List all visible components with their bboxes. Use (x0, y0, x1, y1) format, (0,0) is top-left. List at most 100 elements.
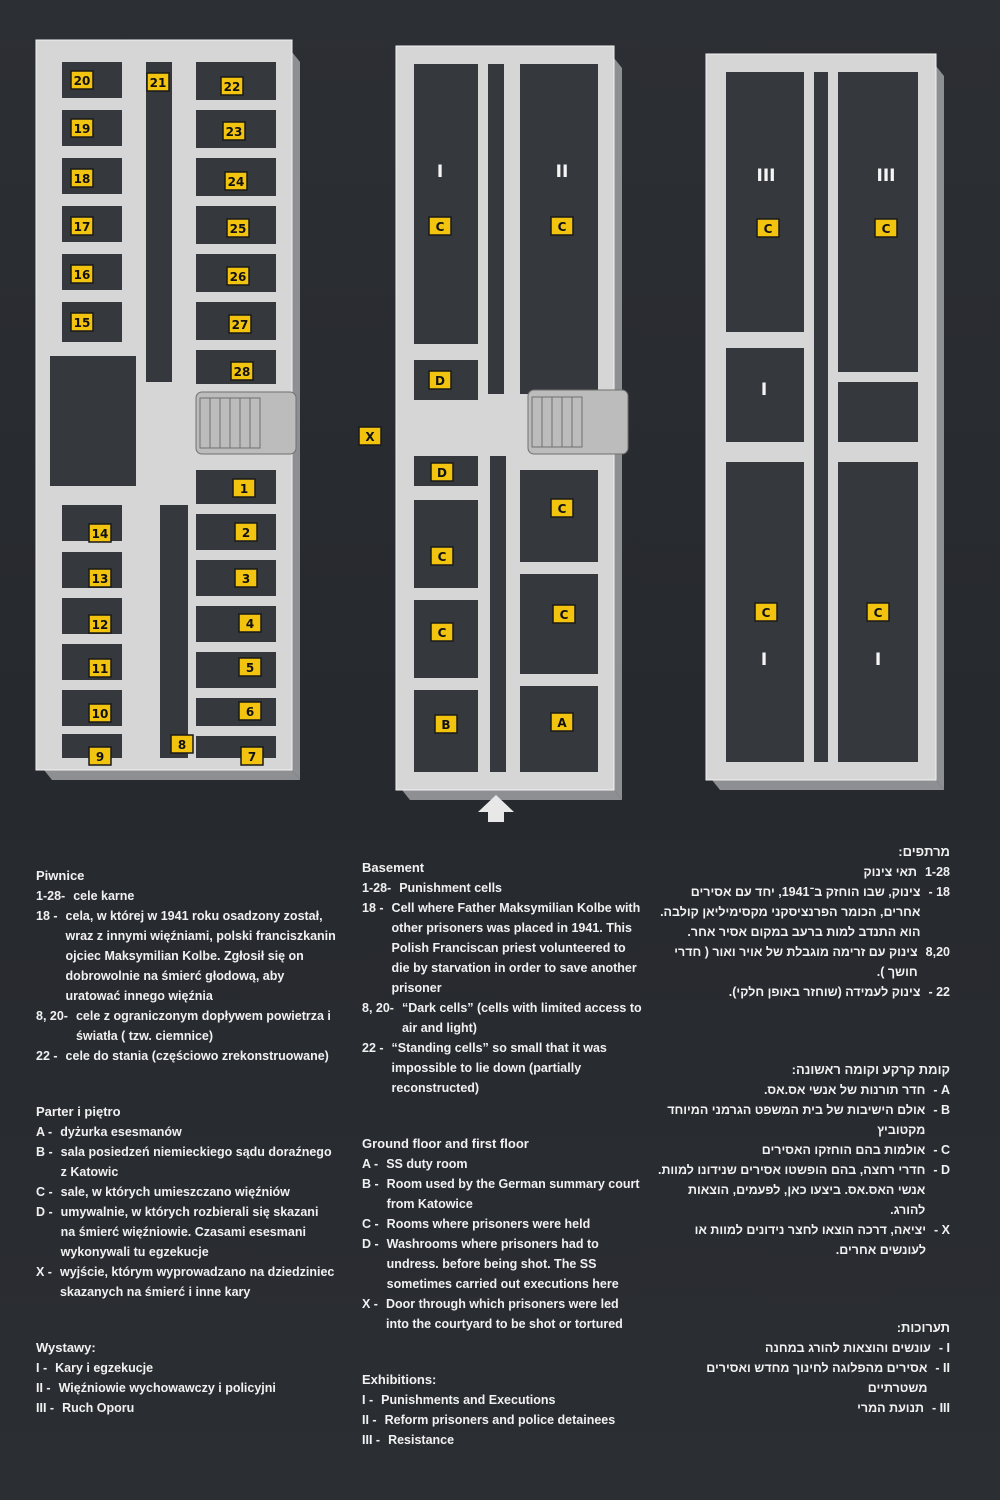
cell-number-label: 13 (88, 568, 112, 588)
legend-key: B - (36, 1145, 53, 1159)
legend-key: 22 - (36, 1049, 58, 1063)
legend-item: 1-28- Punishment cells (362, 878, 642, 898)
legend-key: III - (362, 1433, 381, 1447)
legend-text: cele z ograniczonym dopływem powietrza i… (75, 1009, 331, 1043)
legend-item: 8, 20-cele z ograniczonym dopływem powie… (36, 1006, 336, 1046)
svg-text:26: 26 (230, 270, 247, 284)
legend-item: 1-28-cele karne (36, 886, 336, 906)
legend-key: 1-28- (362, 881, 392, 895)
room-label: C (866, 602, 890, 622)
legend-key: 22 - (362, 1041, 384, 1055)
cell-number-label: 20 (70, 70, 94, 90)
section-title: Basement (362, 860, 425, 875)
legend-text: cela, w której w 1941 roku osadzony zost… (65, 909, 336, 1003)
legend-item: B -sala posiedzeń niemieckiego sądu dora… (36, 1142, 336, 1182)
legend-text: “Standing cells” so small that it was im… (391, 1041, 607, 1095)
svg-text:C: C (438, 626, 447, 640)
cell-number-label: 10 (88, 703, 112, 723)
svg-text:14: 14 (92, 527, 109, 541)
legend-text: cele karne (73, 889, 135, 903)
legend-item: I -Punishments and Executions (362, 1390, 642, 1410)
legend-text: wyjście, którym wyprowadzano na dziedzin… (59, 1265, 335, 1299)
legend-text: Door through which prisoners were led in… (385, 1297, 623, 1331)
legend-item: B -Room used by the German summary court… (362, 1174, 642, 1214)
section-title: Ground floor and first floor (362, 1136, 529, 1151)
cell-number-label: 25 (226, 218, 250, 238)
legend-item: A -חדר תורנות של אנשי אס.אס. (650, 1080, 950, 1100)
legend-item: 18 -cela, w której w 1941 roku osadzony … (36, 906, 336, 1006)
svg-text:3: 3 (242, 572, 250, 586)
legend-text: dyżurka esesmanów (60, 1125, 182, 1139)
legend-key: A - (362, 1157, 379, 1171)
exhibition-label: I (437, 162, 443, 182)
cell-number-label: 18 (70, 168, 94, 188)
cell-number-label: 21 (146, 72, 170, 92)
legend-item: 18 -Cell where Father Maksymilian Kolbe … (362, 898, 642, 998)
legend-text: sale, w których umieszczano więźniów (60, 1185, 290, 1199)
legend-text: Kary i egzekucje (55, 1361, 154, 1375)
legend-text: יציאה, דרכה הוצאו לחצר נידונים למוות או … (694, 1223, 927, 1257)
cell-number-label: 24 (224, 171, 248, 191)
legend-text: cele do stania (częściowo zrekonstruowan… (65, 1049, 329, 1063)
legend-item: D -חדרי רחצה, בהם הופשטו אסירים שנידונו … (650, 1160, 950, 1220)
legend-key: I - (938, 1341, 950, 1355)
svg-text:13: 13 (92, 572, 109, 586)
svg-text:C: C (558, 502, 567, 516)
basement-plan (35, 39, 300, 780)
room-label: A (550, 712, 574, 732)
cell-number-label: 12 (88, 614, 112, 634)
legend-text: Ruch Oporu (62, 1401, 135, 1415)
cell-number-label: 1 (232, 478, 256, 498)
svg-text:2: 2 (242, 526, 250, 540)
legend-item: C - sale, w których umieszczano więźniów (36, 1182, 336, 1202)
cell-number-label: 5 (238, 657, 262, 677)
legend-list: 1-28- Punishment cells 18 -Cell where Fath… (362, 878, 642, 1098)
legend-text: חדרי רחצה, בהם הופשטו אסירים שנידונו למו… (657, 1163, 926, 1217)
legend-item: I -עונשים והוצאות להורג במחנה (650, 1338, 950, 1358)
cell-number-label: 9 (88, 746, 112, 766)
svg-text:5: 5 (246, 661, 254, 675)
legend-key: C - (36, 1185, 53, 1199)
cell-number-label: 26 (226, 266, 250, 286)
legend-key: B - (362, 1177, 379, 1191)
legend-item: C -אולמות בהם הוחזקו האסירים (650, 1140, 950, 1160)
first-floor-plan (705, 53, 944, 790)
cell-number-label: 16 (70, 264, 94, 284)
svg-text:C: C (874, 606, 883, 620)
legend-item: II -Reform prisoners and police detainee… (362, 1410, 642, 1430)
cell-number-label: 4 (238, 613, 262, 633)
svg-text:7: 7 (248, 750, 256, 764)
cell-number-label: 2 (234, 522, 258, 542)
svg-text:24: 24 (228, 175, 245, 189)
svg-text:23: 23 (226, 125, 243, 139)
legend-item: III -Resistance (362, 1430, 642, 1450)
legend-text: Washrooms where prisoners had to undress… (386, 1237, 619, 1291)
legend-item: X -יציאה, דרכה הוצאו לחצר נידונים למוות … (650, 1220, 950, 1260)
svg-text:12: 12 (92, 618, 109, 632)
legend-item: 8, 20-“Dark cells” (cells with limited a… (362, 998, 642, 1038)
floor-plans: 2019181716151413121110922232425262728123… (35, 39, 944, 822)
cell-number-label: 27 (228, 314, 252, 334)
legend-text: Punishment cells (399, 881, 502, 895)
svg-text:9: 9 (96, 750, 104, 764)
legend-text: אסירים מהפלוגה לחינוך מחדש ואסירים משטרת… (706, 1361, 928, 1395)
legend-key: III - (36, 1401, 55, 1415)
room-label: C (552, 604, 576, 624)
legend-item: X -Door through which prisoners were led… (362, 1294, 642, 1334)
legend-item: III - Ruch Oporu (36, 1398, 336, 1418)
legend-item: I -Kary i egzekucje (36, 1358, 336, 1378)
room-label: C (754, 602, 778, 622)
legend-item: A -dyżurka esesmanów (36, 1122, 336, 1142)
exhibition-label: I (875, 650, 881, 670)
section-title: Wystawy: (36, 1340, 96, 1355)
legend-key: A - (933, 1083, 950, 1097)
cell-number-label: 3 (234, 568, 258, 588)
svg-text:C: C (558, 220, 567, 234)
